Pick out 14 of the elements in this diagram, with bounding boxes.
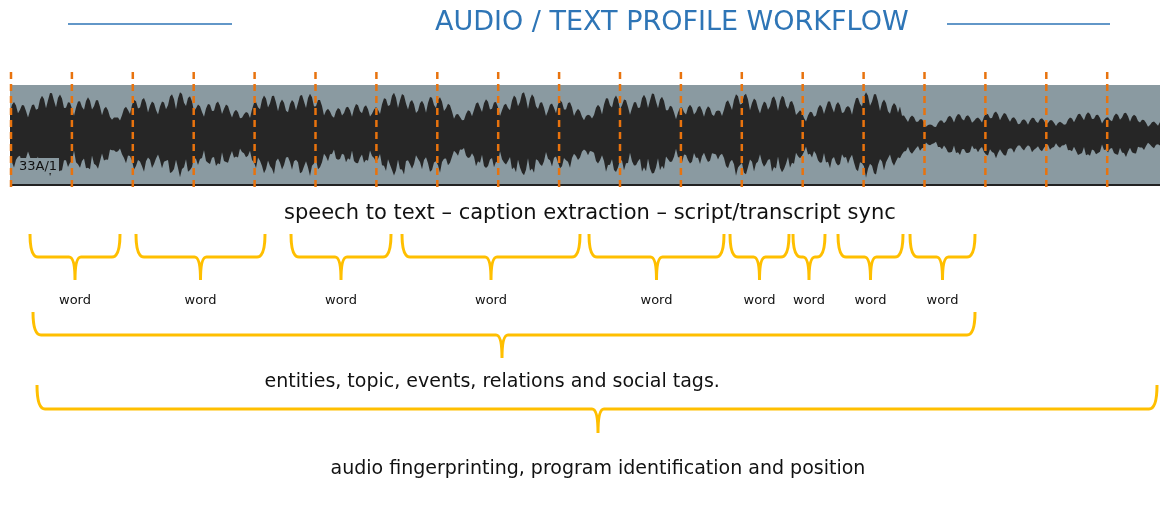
word-label: word (640, 292, 673, 307)
word-label: word (743, 292, 776, 307)
word-label: word (475, 292, 507, 307)
title: AUDIO / TEXT PROFILE WORKFLOW (435, 5, 909, 36)
word-label: word (59, 292, 91, 307)
word-label: word (854, 292, 887, 307)
word-label: word (926, 292, 959, 307)
process-caption: speech to text – caption extraction – script/transcript sync (284, 200, 896, 224)
word-label: word (184, 292, 217, 307)
word-label: word (793, 292, 825, 307)
process-caption: audio fingerprinting, program identification and position (330, 456, 866, 478)
word-label: word (325, 292, 357, 307)
waveform-label: 33A/1 (17, 158, 60, 173)
process-caption: entities, topic, events, relations and social tags. (264, 369, 720, 391)
